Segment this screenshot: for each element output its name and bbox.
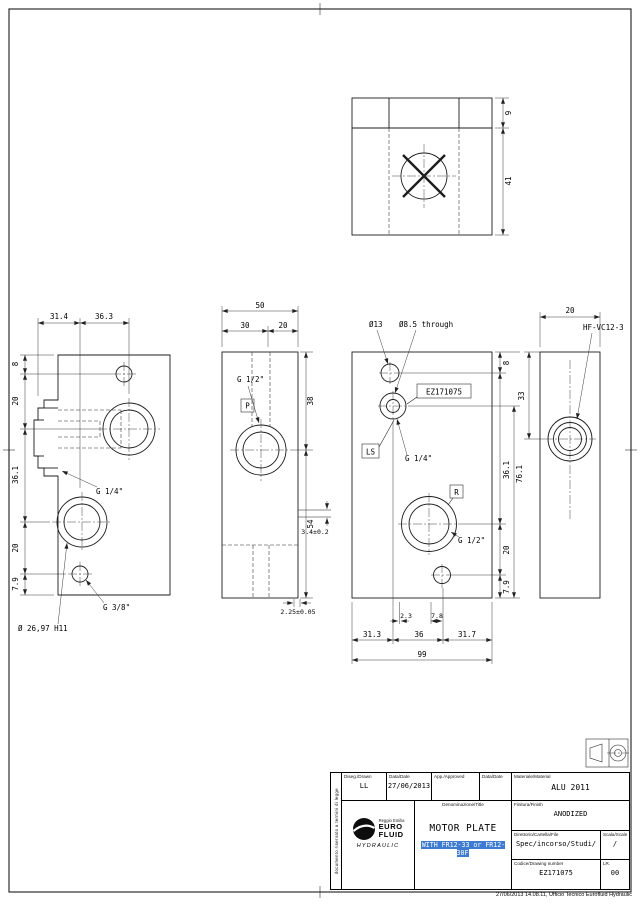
- dim-2-25: 2.25±0.05: [280, 608, 315, 616]
- dim-7-9: 7.9: [502, 580, 511, 594]
- dim-8: 8: [502, 360, 511, 365]
- dim-50: 50: [255, 301, 265, 310]
- material-label: Materiale/Material: [514, 774, 551, 779]
- folder-value: Spec/incorso/Studi/: [515, 840, 597, 849]
- port-ls-box: [361, 443, 380, 459]
- drawing-number-cell: Codice/Drawing number EZ171075: [512, 860, 601, 889]
- port-label-g14: G 1/4": [96, 487, 123, 496]
- approved-date-label: Data/Date: [482, 774, 503, 779]
- dim-7-9: 7.9: [11, 577, 20, 591]
- print-timestamp: 27/06/2013 14.08.11, Ufficio Tecnico Eur…: [495, 892, 632, 898]
- finish-label: Finitura/Finish: [514, 802, 543, 807]
- part-number-tag: EZ171075: [426, 388, 462, 397]
- port-label-p: P: [245, 402, 250, 411]
- dim-20: 20: [278, 321, 288, 330]
- dim-36-1: 36.1: [11, 466, 20, 484]
- dim-76-1: 76.1: [515, 465, 524, 483]
- port-label-r: R: [454, 488, 459, 497]
- dim-31-4: 31.4: [50, 312, 69, 321]
- drawing-subtitle: WITH FR12-33 or FR12-30F: [415, 841, 511, 858]
- approved-cell: App./Approved: [432, 773, 480, 801]
- material-value: ALU 2011: [551, 783, 590, 793]
- dim-31-7: 31.7: [458, 630, 476, 639]
- dia-8-5-label: Ø8.5 through: [399, 320, 453, 329]
- dim-33: 33: [517, 391, 526, 400]
- dim-30: 30: [240, 321, 250, 330]
- confidentiality-note: documento riservato a termini di legge: [333, 787, 339, 875]
- port-label-g38: G 3/8": [103, 603, 130, 612]
- dim-7-8: 7.8: [431, 612, 443, 620]
- dim-20: 20: [565, 306, 575, 315]
- revision-label: LR.: [603, 861, 611, 866]
- projection-symbol: [585, 738, 629, 768]
- port-label-g12: G 1/2": [458, 536, 485, 545]
- title-label: Denominazione/Title: [442, 802, 484, 807]
- logo-subtitle: HYDRAULIC: [356, 843, 400, 849]
- bore-diameter-label: Ø 26,97 H11: [18, 624, 68, 633]
- finish-cell: Finitura/Finish ANODIZED: [512, 801, 629, 831]
- left-side-view: 31.4 36.3 8 20 36.1 20 7.9 G 1/4" G 3/8"…: [11, 312, 171, 633]
- dim-9: 9: [504, 111, 513, 116]
- dim-38: 38: [306, 396, 315, 406]
- folder-cell: Direttorio/Cartella/File Spec/incorso/St…: [512, 831, 601, 860]
- drawing-number-value: EZ171075: [539, 869, 573, 878]
- dim-20: 20: [502, 545, 511, 555]
- sheet-frame: [3, 3, 637, 898]
- port-label-g12: G 1/2": [237, 375, 264, 384]
- title-cell: Denominazione/Title MOTOR PLATE WITH FR1…: [415, 801, 512, 889]
- right-side-view: 20 HF-VC12-3 33: [517, 306, 624, 599]
- scale-value: /: [612, 840, 618, 849]
- drawing-subtitle-highlighted: WITH FR12-33 or FR12-30F: [420, 841, 506, 858]
- eurofluid-logo: Reggio Emilia EURO FLUID HYDRAULIC: [342, 801, 414, 849]
- revision-cell: LR. 00: [601, 860, 629, 889]
- logo-brand-line2: FLUID: [378, 830, 404, 840]
- drawn-value: LL: [359, 782, 369, 791]
- logo-cell: Reggio Emilia EURO FLUID HYDRAULIC: [342, 801, 415, 889]
- port-r-box: [449, 484, 464, 499]
- logo-city: Reggio Emilia: [378, 817, 405, 823]
- approved-label: App./Approved: [434, 774, 465, 779]
- dim-36: 36: [414, 630, 424, 639]
- scale-cell: Scala/Scale /: [601, 831, 629, 860]
- drawing-title: MOTOR PLATE: [429, 823, 497, 835]
- port-label-ls: LS: [366, 448, 376, 457]
- eurofluid-logo-mark: [352, 818, 375, 840]
- part-number-box: [416, 383, 472, 399]
- dia-13-label: Ø13: [369, 320, 383, 329]
- dim-54: 54: [306, 519, 315, 529]
- material-cell: Materiale/Material ALU 2011: [512, 773, 629, 801]
- revision-value: 00: [610, 869, 620, 878]
- dim-36-1: 36.1: [502, 461, 511, 479]
- dim-99: 99: [417, 650, 426, 659]
- folder-label: Direttorio/Cartella/File: [514, 832, 559, 837]
- dim-41: 41: [504, 176, 513, 185]
- dim-3-4: 3.4±0.2: [301, 528, 328, 536]
- drawn-label: Diseg./Drawn: [344, 774, 372, 779]
- dim-20a: 20: [11, 396, 20, 406]
- dim-36-3: 36.3: [95, 312, 113, 321]
- dim-8: 8: [11, 361, 20, 366]
- middle-front-view: P G 1/2" 50 30 20 38 54 3.4±0.2 2.25±0.0…: [221, 301, 331, 616]
- dim-31-3: 31.3: [363, 630, 381, 639]
- date-value: 27/06/2013: [387, 782, 431, 791]
- title-block: documento riservato a termini di legge D…: [330, 772, 630, 890]
- date-label: Data/Date: [389, 774, 410, 779]
- finish-value: ANODIZED: [553, 810, 588, 819]
- confidentiality-strip: documento riservato a termini di legge: [331, 773, 342, 889]
- approved-date-cell: Data/Date: [480, 773, 512, 801]
- port-label-g14: G 1/4": [405, 454, 432, 463]
- top-view: 9 41: [351, 97, 513, 236]
- dim-2-3: 2.3: [400, 612, 412, 620]
- date-cell: Data/Date 27/06/2013: [387, 773, 432, 801]
- logo-brand-line1: EURO: [378, 822, 403, 832]
- scale-label: Scala/Scale: [603, 832, 628, 837]
- drawn-cell: Diseg./Drawn LL: [342, 773, 387, 801]
- main-front-view: EZ171075 LS R G 1/4" G 1/2" Ø13 Ø8.5 thr…: [351, 320, 524, 664]
- drawing-number-label: Codice/Drawing number: [514, 861, 564, 866]
- cartridge-label: HF-VC12-3: [583, 323, 624, 332]
- dim-20b: 20: [11, 543, 20, 553]
